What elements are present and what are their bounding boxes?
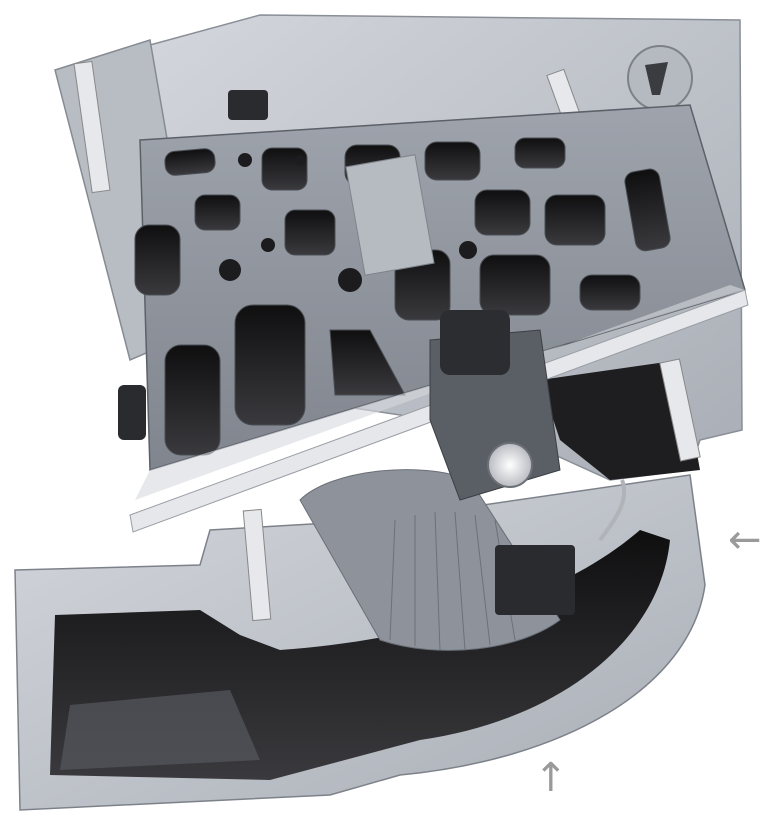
left-bracket (73, 60, 111, 194)
top-actuator (228, 90, 268, 120)
spindle-disk (487, 442, 533, 488)
plate-holes (219, 153, 477, 292)
bottom-bracket (242, 508, 272, 622)
left-actuator (118, 385, 146, 440)
arrow-left-icon: ← (728, 517, 762, 563)
center-bracket (345, 154, 435, 276)
arrow-up-icon: ↑ (534, 755, 568, 801)
right-pocket (540, 360, 700, 480)
fan-segments (389, 511, 516, 651)
head-top-block (440, 310, 510, 375)
cable (598, 479, 627, 542)
inner-wedge (60, 690, 260, 770)
right-side-bracket (659, 358, 701, 462)
motor-block (495, 545, 575, 615)
